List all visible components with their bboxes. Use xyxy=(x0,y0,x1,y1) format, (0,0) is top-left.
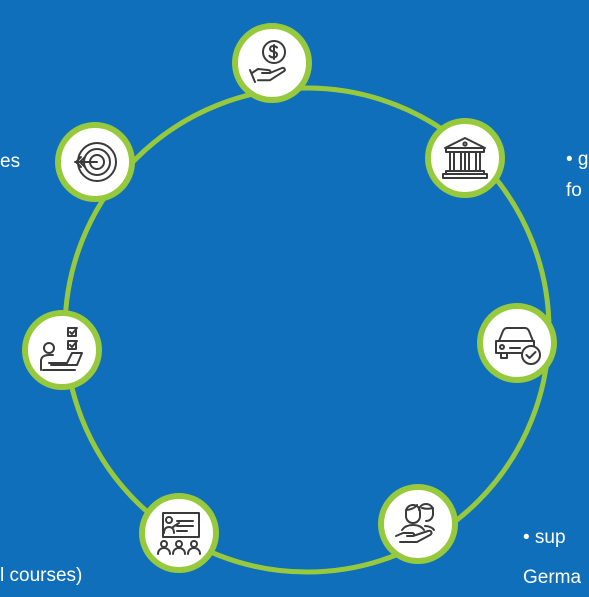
node-presentation xyxy=(139,493,219,573)
node-people-support xyxy=(378,484,458,564)
node-money-hand xyxy=(232,23,312,103)
node-target-label-line-1: es xyxy=(0,151,21,172)
car-check-icon xyxy=(491,317,543,369)
money-hand-icon xyxy=(246,37,298,89)
node-car-check xyxy=(477,303,557,383)
checklist-person-icon xyxy=(35,323,89,377)
node-bank-label-line-2: fo xyxy=(566,180,582,201)
node-presentation-label-line-1: l courses) xyxy=(0,565,83,586)
node-people-label-line-2: Germa xyxy=(523,567,582,588)
bank-building-icon xyxy=(440,133,490,183)
node-bank-label-line-1: • g xyxy=(566,149,589,170)
presentation-icon xyxy=(153,507,205,559)
node-people-label-line-1: • sup xyxy=(523,527,566,548)
node-bank-building xyxy=(425,118,505,198)
target-icon xyxy=(69,136,121,188)
node-target xyxy=(55,122,135,202)
people-support-icon xyxy=(392,498,444,550)
node-checklist-person xyxy=(22,310,102,390)
